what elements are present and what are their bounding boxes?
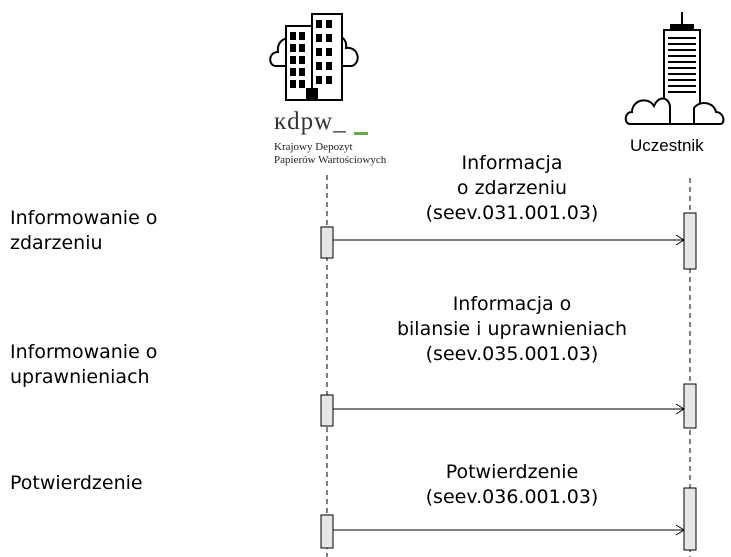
step-label-1: Informowanie o zdarzeniu: [10, 207, 158, 254]
message-label-1: Informacja o zdarzeniu (seev.031.001.03): [425, 152, 599, 224]
kdpw-logo: кdpw_: [274, 108, 347, 136]
participant-activation-3: [683, 487, 697, 551]
message-arrow-2: [333, 403, 685, 415]
message-label-3: Potwierdzenie (seev.036.001.03): [425, 461, 599, 508]
kdpw-logo-text: кdpw_: [274, 108, 347, 135]
participant-activation-2: [683, 383, 697, 429]
message-arrow-3: [333, 524, 685, 536]
kdpw-logo-accent: [354, 132, 368, 135]
message-arrow-1: [333, 234, 685, 246]
step-label-2: Informowanie o uprawnieniach: [10, 341, 158, 388]
kdpw-activation-3: [320, 514, 334, 549]
kdpw-activation-1: [320, 226, 334, 259]
kdpw-full-name: Krajowy Depozyt Papierów Wartościowych: [274, 141, 386, 167]
participant-label: Uczestnik: [630, 136, 704, 155]
message-label-2: Informacja o bilansie i uprawnieniach (s…: [396, 293, 628, 365]
kdpw-activation-2: [320, 394, 334, 427]
kdpw-name-line2: Papierów Wartościowych: [274, 154, 387, 166]
participant-activation-1: [683, 212, 697, 270]
kdpw-building-icon: [269, 13, 359, 101]
step-label-3: Potwierdzenie: [10, 472, 143, 494]
participant-building-icon: [624, 12, 725, 125]
kdpw-name-line1: Krajowy Depozyt: [274, 141, 353, 153]
